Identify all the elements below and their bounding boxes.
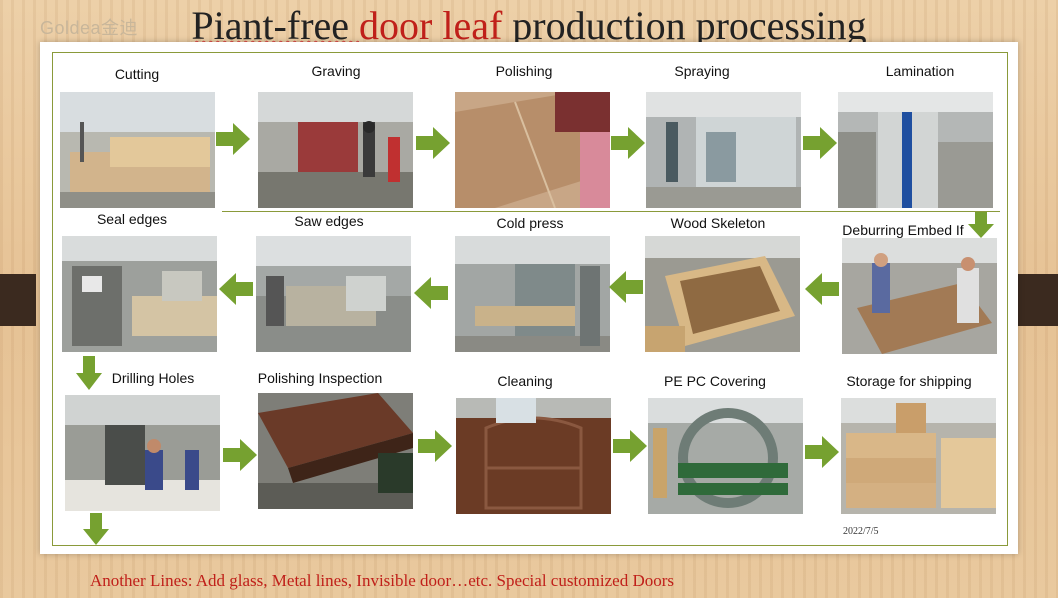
arrow-left-icon: [219, 273, 253, 305]
title-part-1: Piant-free: [191, 3, 360, 48]
arrow-down-icon: [83, 513, 109, 545]
step-label-cutting: Cutting: [114, 66, 160, 82]
page-title: Piant-free door leaf production processi…: [0, 2, 1058, 49]
arrow-right-icon: [418, 430, 452, 462]
step-label-saw-edges: Saw edges: [294, 213, 364, 229]
step-label-graving: Graving: [311, 63, 361, 79]
photo-storage: [841, 398, 996, 514]
arrow-right-icon: [611, 127, 645, 159]
brand-logo: Goldea金迪: [40, 18, 139, 38]
step-label-lamination: Lamination: [885, 63, 955, 79]
arrow-right-icon: [613, 430, 647, 462]
step-label-seal-edges: Seal edges: [96, 211, 168, 227]
step-label-polishing-inspection: Polishing Inspection: [257, 370, 383, 386]
photo-drilling-holes: [65, 395, 220, 511]
step-label-wood-skeleton: Wood Skeleton: [670, 215, 766, 231]
step-label-pe-pc-covering: PE PC Covering: [664, 373, 766, 389]
photo-deburring: [842, 238, 997, 354]
arrow-right-icon: [803, 127, 837, 159]
title-part-3: production processing: [502, 3, 867, 48]
arrow-left-icon: [805, 273, 839, 305]
arrow-right-icon: [216, 123, 250, 155]
photo-wood-skeleton: [645, 236, 800, 352]
photo-cold-press: [455, 236, 610, 352]
photo-cutting: [60, 92, 215, 208]
step-label-storage: Storage for shipping: [846, 373, 972, 389]
step-label-cleaning: Cleaning: [497, 373, 553, 389]
row-divider: [222, 211, 1000, 212]
arrow-left-icon: [609, 271, 643, 303]
photo-pe-pc-covering: [648, 398, 803, 514]
step-label-cold-press: Cold press: [496, 215, 564, 231]
photo-polishing: [455, 92, 610, 208]
photo-cleaning: [456, 398, 611, 514]
photo-graving: [258, 92, 413, 208]
photo-polishing-inspection: [258, 393, 413, 509]
arrow-down-icon: [76, 356, 102, 390]
step-label-deburring: Deburring Embed If: [842, 222, 964, 238]
photo-spraying: [646, 92, 801, 208]
photo-saw-edges: [256, 236, 411, 352]
date-stamp: 2022/7/5: [843, 526, 879, 537]
photo-seal-edges: [62, 236, 217, 352]
arrow-left-icon: [414, 277, 448, 309]
title-part-2: door leaf: [359, 3, 503, 48]
left-dark-band: [0, 274, 36, 326]
step-label-spraying: Spraying: [674, 63, 730, 79]
arrow-right-icon: [416, 127, 450, 159]
footer-note: Another Lines: Add glass, Metal lines, I…: [90, 571, 675, 590]
arrow-right-icon: [805, 436, 839, 468]
arrow-right-icon: [223, 439, 257, 471]
photo-lamination: [838, 92, 993, 208]
step-label-polishing: Polishing: [495, 63, 553, 79]
arrow-down-icon: [968, 212, 994, 238]
process-frame: [52, 52, 1008, 546]
step-label-drilling-holes: Drilling Holes: [111, 370, 195, 386]
